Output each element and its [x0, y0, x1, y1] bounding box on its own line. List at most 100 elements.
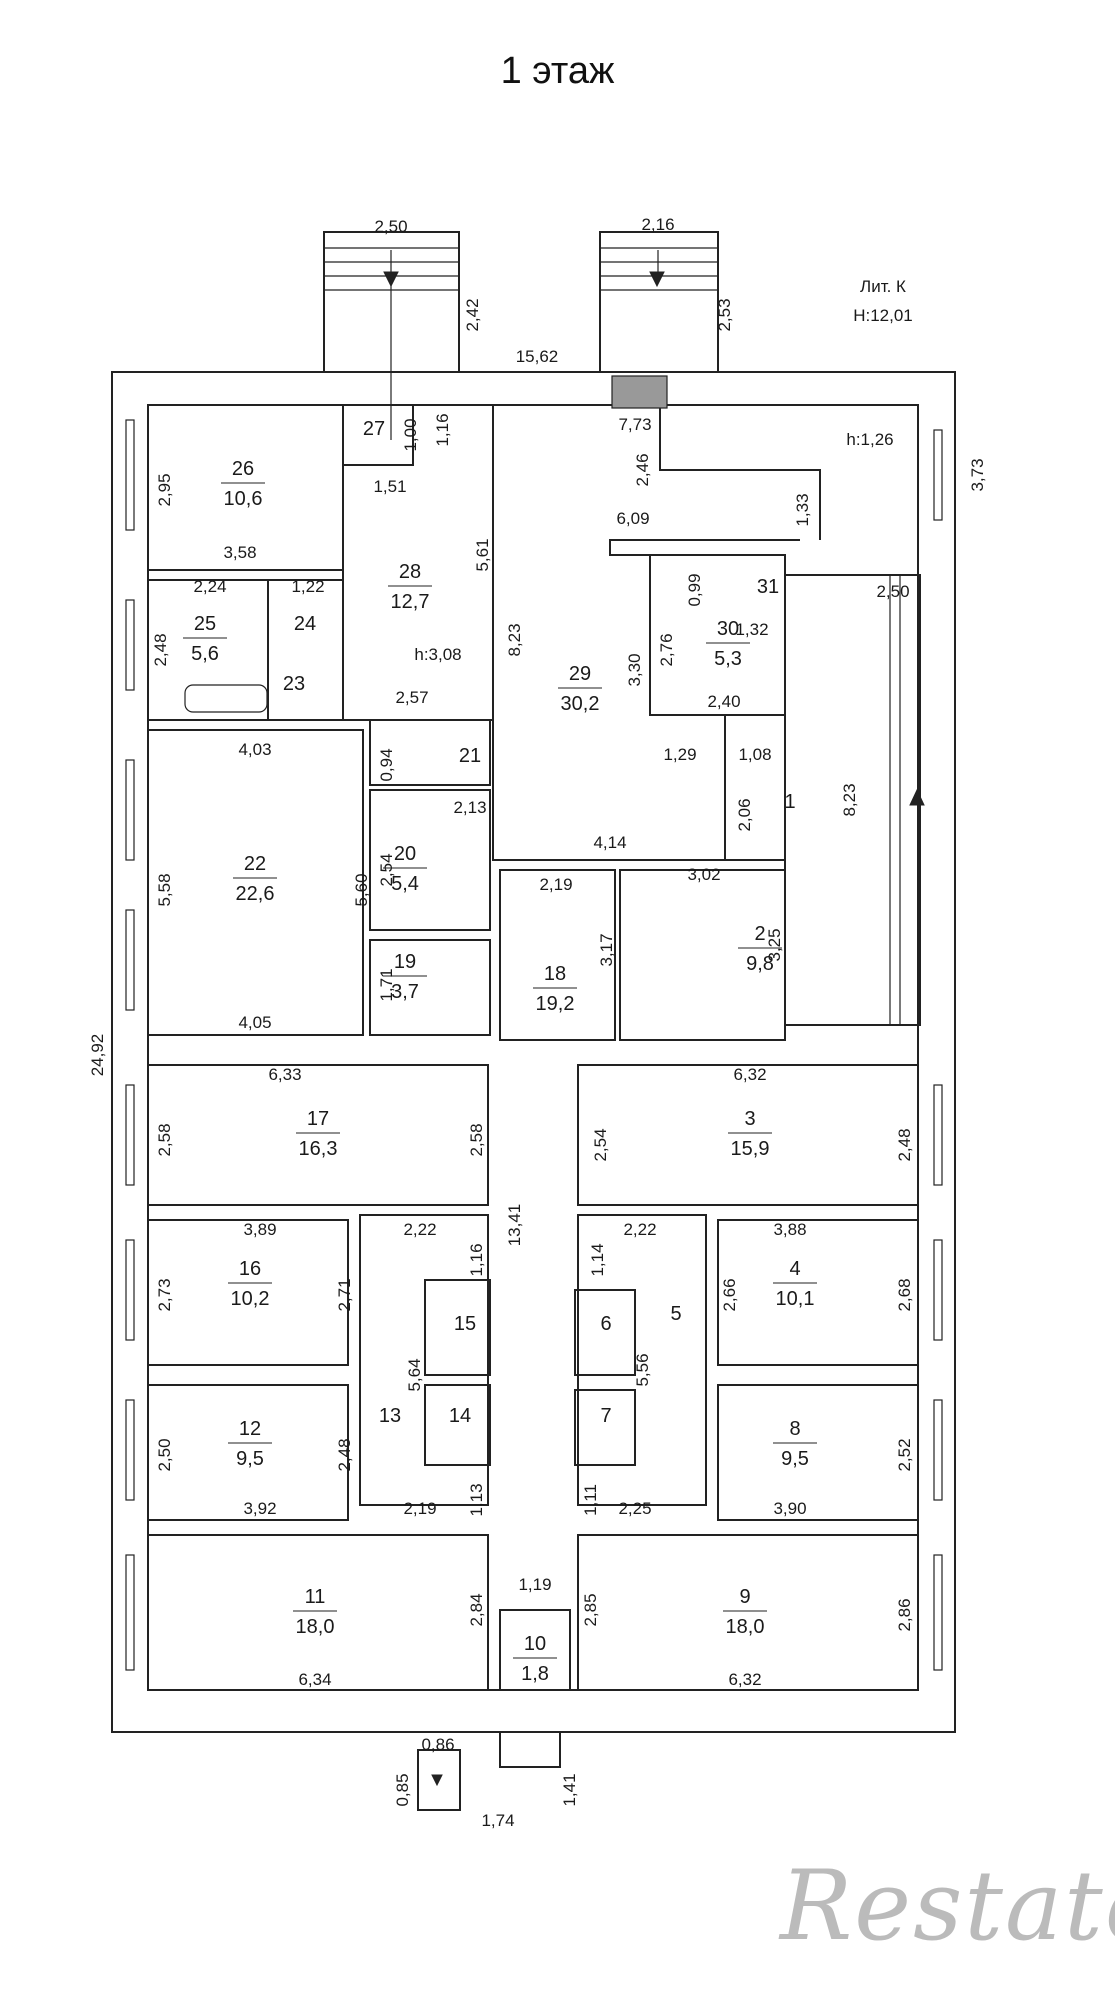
room-7-number: 7 [600, 1405, 611, 1427]
dim-d302: 3,02 [687, 865, 720, 884]
height-top-right: h:1,26 [846, 430, 893, 449]
dim-top_773: 7,73 [618, 415, 651, 434]
room-29-area: 30,2 [561, 693, 600, 715]
dim-d099: 0,99 [685, 573, 704, 606]
bathtub [184, 684, 268, 713]
dim-d250a: 2,50 [155, 1438, 174, 1471]
dim-d561: 5,61 [473, 538, 492, 571]
room-8-number: 8 [789, 1418, 800, 1440]
hatched-block [611, 375, 668, 409]
room-20-area: 5,4 [391, 873, 419, 895]
room-26-number: 26 [232, 458, 254, 480]
dim-d254b: 2,54 [591, 1128, 610, 1161]
dim-d254a: 2,54 [377, 853, 396, 886]
room-20-number: 20 [394, 843, 416, 865]
stair-arrows [383, 271, 925, 1787]
room-27-number: 27 [363, 418, 385, 440]
room-21-number: 21 [459, 745, 481, 767]
dim-d122: 1,22 [291, 577, 324, 596]
room-24-number: 24 [294, 613, 316, 635]
restate-watermark: Restate [780, 1850, 1115, 1962]
dim-d174: 1,74 [481, 1811, 514, 1830]
dim-d392: 3,92 [243, 1499, 276, 1518]
room-9-area: 18,0 [726, 1616, 765, 1638]
room-4-number: 4 [789, 1258, 800, 1280]
room-12-area: 9,5 [236, 1448, 264, 1470]
dim-d222b: 2,22 [623, 1220, 656, 1239]
dim-d556: 5,56 [633, 1353, 652, 1386]
dim-d151: 1,51 [373, 477, 406, 496]
room-12-number: 12 [239, 1418, 261, 1440]
dim-d388: 3,88 [773, 1220, 806, 1239]
dim-d258b: 2,58 [467, 1123, 486, 1156]
dim-stair_mid_h: 2,53 [715, 298, 734, 331]
dim-d258a: 2,58 [155, 1123, 174, 1156]
dim-d119: 1,19 [518, 1575, 551, 1594]
dim-d330: 3,30 [625, 653, 644, 686]
room-16-area: 10,2 [231, 1288, 270, 1310]
room-22-number: 22 [244, 853, 266, 875]
room-16-number: 16 [239, 1258, 261, 1280]
dim-d634: 6,34 [298, 1670, 331, 1689]
dim-d116a: 1,16 [433, 413, 452, 446]
dim-d317: 3,17 [597, 933, 616, 966]
dim-d116b: 1,16 [467, 1243, 486, 1276]
dim-d632b: 6,32 [728, 1670, 761, 1689]
dim-d325: 3,25 [765, 928, 784, 961]
dim-d405: 4,05 [238, 1013, 271, 1032]
room-1-number: 1 [784, 791, 795, 813]
dim-d248b: 2,48 [895, 1128, 914, 1161]
dim-d358: 3,58 [223, 543, 256, 562]
room-3-number: 3 [744, 1108, 755, 1130]
dim-d222a: 2,22 [403, 1220, 436, 1239]
dim-d225: 2,25 [618, 1499, 651, 1518]
dim-d558: 5,58 [155, 873, 174, 906]
room-26-area: 10,6 [224, 488, 263, 510]
dim-d085: 0,85 [393, 1773, 412, 1806]
dim-d823a: 8,23 [505, 623, 524, 656]
dim-d133: 1,33 [793, 493, 812, 526]
windows-left [125, 419, 135, 1671]
room-28-area: 12,7 [391, 591, 430, 613]
room-5-number: 5 [670, 1303, 681, 1325]
dim-d219a: 2,19 [539, 875, 572, 894]
room-13-number: 13 [379, 1405, 401, 1427]
dim-d113: 1,13 [467, 1483, 486, 1516]
dim-d266: 2,66 [720, 1278, 739, 1311]
dim-d632a: 6,32 [733, 1065, 766, 1084]
room-6-number: 6 [600, 1313, 611, 1335]
dim-d171: 1,71 [377, 968, 396, 1001]
dim-d295: 2,95 [155, 473, 174, 506]
dim-d094: 0,94 [377, 748, 396, 781]
dim-right_373: 3,73 [968, 458, 987, 491]
dim-d389: 3,89 [243, 1220, 276, 1239]
dim-d414: 4,14 [593, 833, 626, 852]
room-25-number: 25 [194, 613, 216, 635]
dim-d823b: 8,23 [840, 783, 859, 816]
dim-d114: 1,14 [588, 1243, 607, 1276]
room-17-number: 17 [307, 1108, 329, 1130]
room-18-number: 18 [544, 963, 566, 985]
room-18-area: 19,2 [536, 993, 575, 1015]
dim-d248a: 2,48 [151, 633, 170, 666]
dim-d273: 2,73 [155, 1278, 174, 1311]
room-19-area: 3,7 [391, 981, 419, 1003]
room-4-area: 10,1 [776, 1288, 815, 1310]
room-19-number: 19 [394, 951, 416, 973]
room-2-number: 2 [754, 923, 765, 945]
dim-d286: 2,86 [895, 1598, 914, 1631]
dim-d2492: 24,92 [88, 1034, 107, 1077]
dim-d560: 5,60 [352, 873, 371, 906]
room-14-number: 14 [449, 1405, 471, 1427]
dim-d276: 2,76 [657, 633, 676, 666]
dim-d240: 2,40 [707, 692, 740, 711]
dim-d224: 2,24 [193, 577, 226, 596]
room-28-number: 28 [399, 561, 421, 583]
dim-d206: 2,06 [735, 798, 754, 831]
dim-d285: 2,85 [581, 1593, 600, 1626]
dim-d633: 6,33 [268, 1065, 301, 1084]
dim-d257: 2,57 [395, 688, 428, 707]
dim-stair_mid_w: 2,16 [641, 215, 674, 234]
dim-top_total: 15,62 [516, 347, 559, 366]
room-22-area: 22,6 [236, 883, 275, 905]
